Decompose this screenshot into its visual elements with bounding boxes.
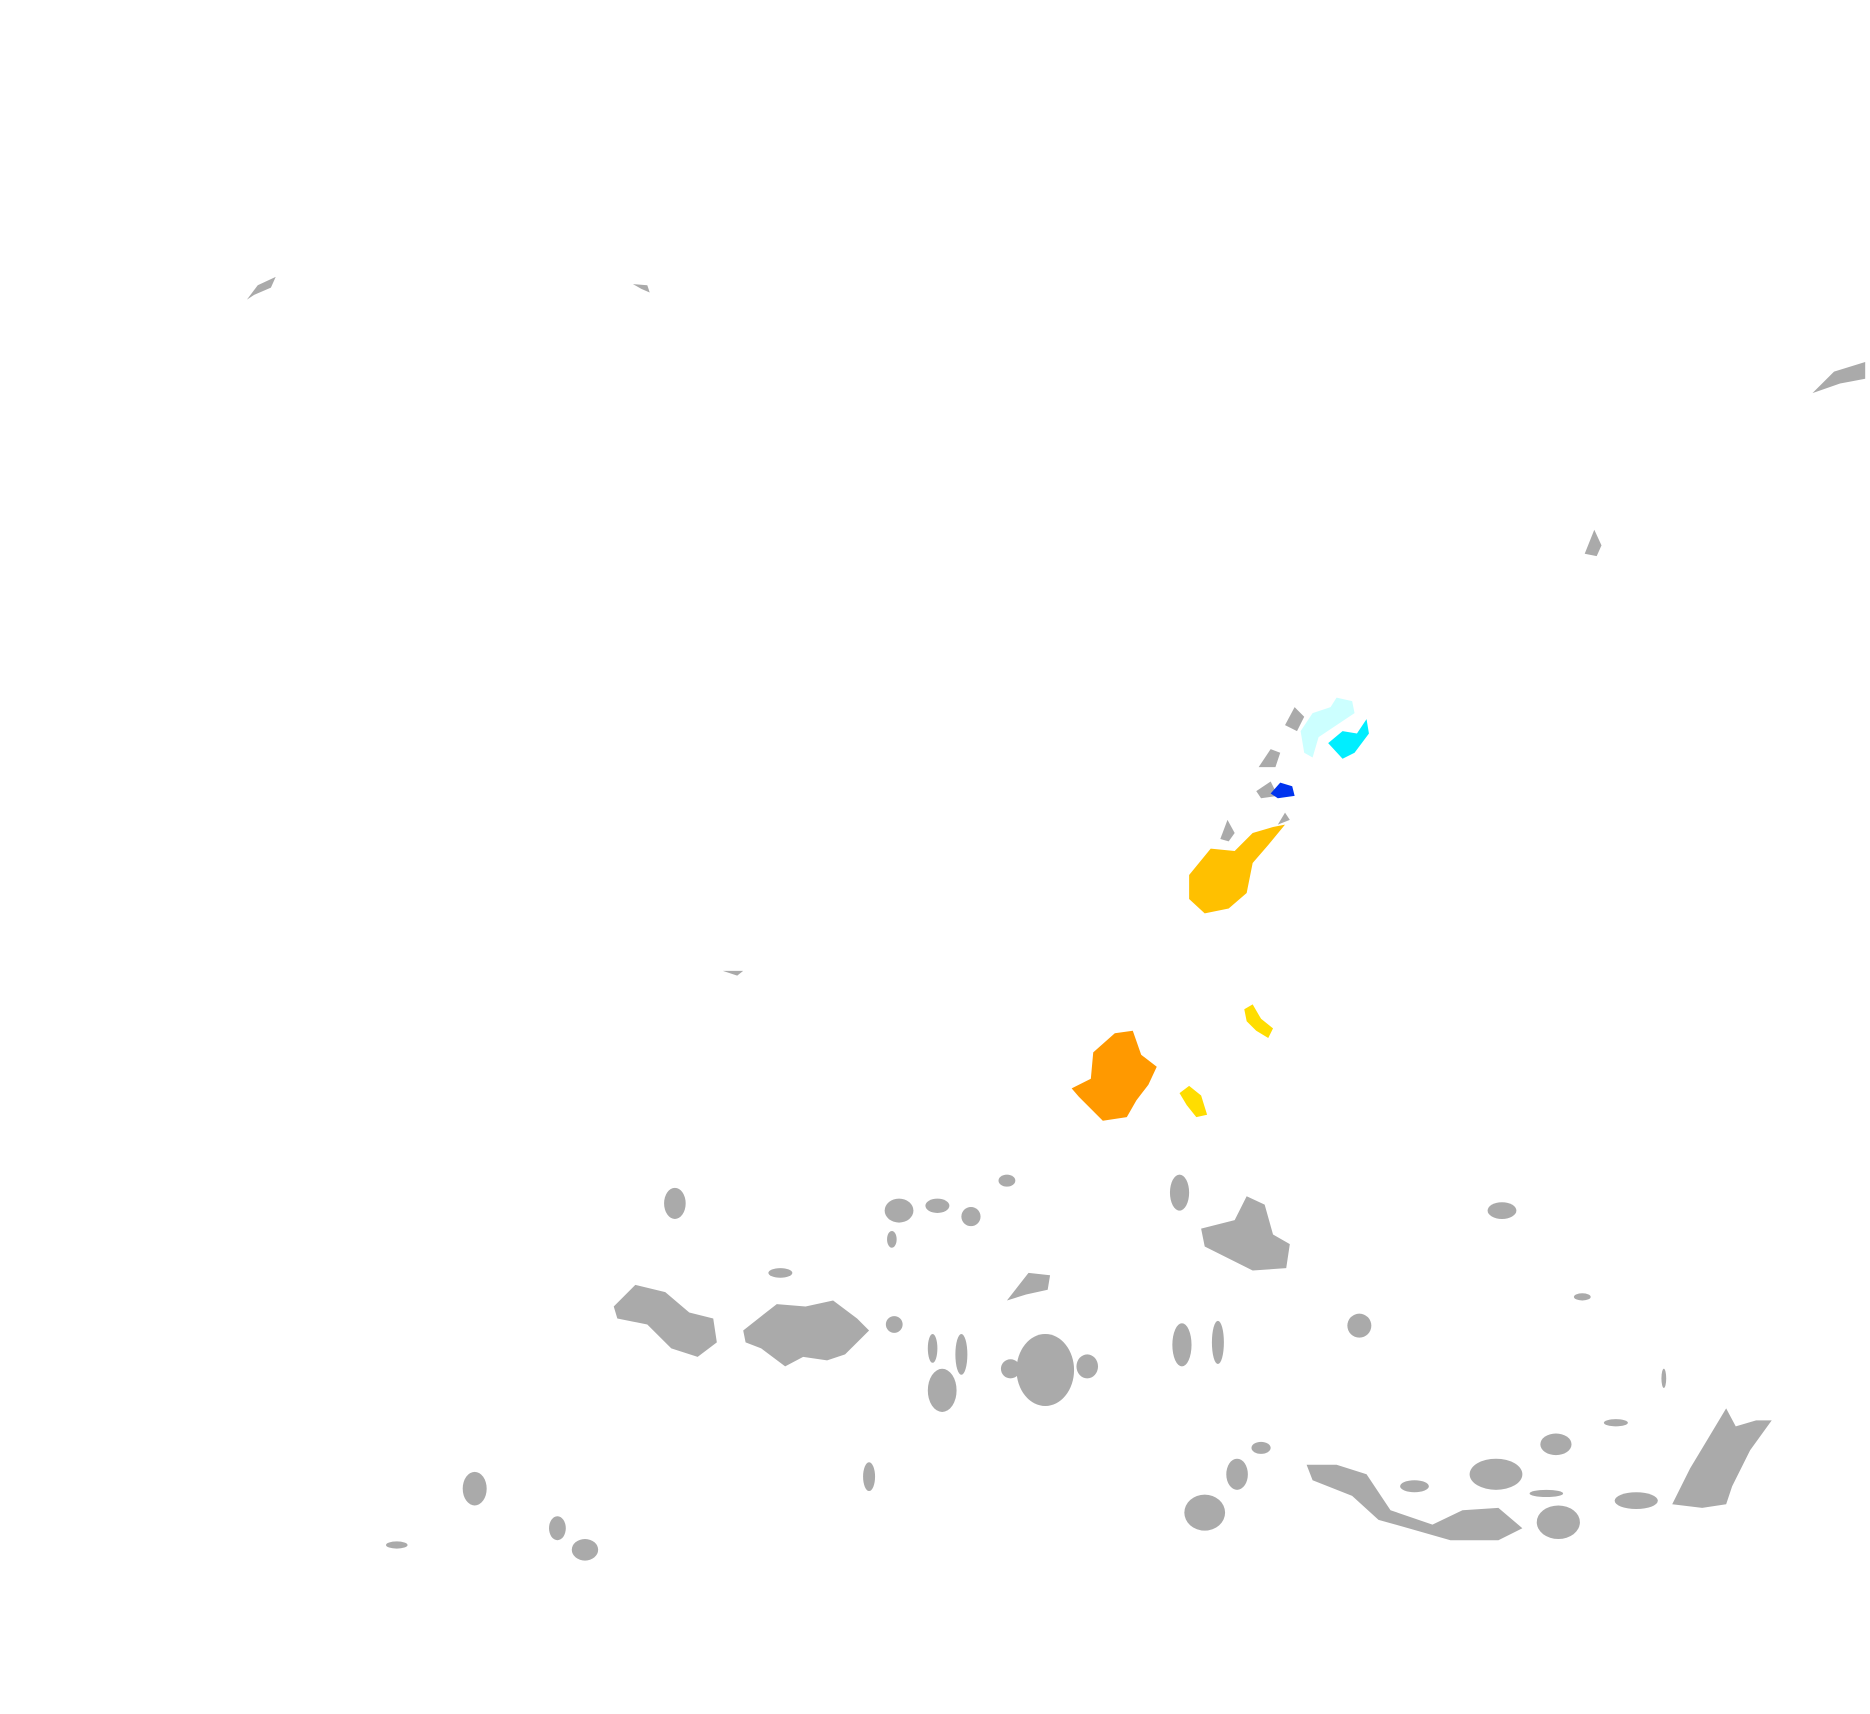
island-orange (1071, 1030, 1157, 1121)
island (1211, 1320, 1224, 1365)
island (1672, 1408, 1772, 1508)
highlighted-islands (1071, 697, 1369, 1121)
island (1306, 1464, 1523, 1541)
island (1277, 812, 1290, 825)
island (1573, 1293, 1591, 1301)
island (462, 1471, 487, 1506)
island (385, 1541, 408, 1549)
island-blue (1270, 782, 1295, 799)
island-yellow (1244, 1004, 1274, 1038)
island (571, 1539, 599, 1561)
island (743, 1300, 870, 1367)
island (1469, 1458, 1523, 1490)
island (887, 1230, 897, 1248)
island-amber (1189, 824, 1286, 914)
island (927, 1334, 938, 1363)
island-yellow (1179, 1085, 1208, 1118)
island (1251, 1441, 1271, 1454)
island (885, 1316, 903, 1333)
island (1184, 1494, 1226, 1531)
island (1172, 1323, 1192, 1367)
island-cyan (1328, 719, 1369, 759)
island (1540, 1433, 1572, 1456)
island (768, 1268, 793, 1278)
island (1201, 1196, 1290, 1271)
island (1812, 361, 1866, 394)
island (961, 1206, 981, 1227)
island (884, 1198, 914, 1223)
island (863, 1462, 876, 1492)
island (925, 1198, 950, 1213)
island (1285, 707, 1305, 732)
island (1487, 1202, 1517, 1219)
island (722, 970, 744, 976)
island (1226, 1458, 1248, 1490)
island (1400, 1480, 1429, 1493)
island (1529, 1489, 1564, 1498)
island (632, 284, 650, 293)
island (1076, 1354, 1099, 1379)
island (1169, 1174, 1190, 1211)
island (998, 1174, 1016, 1187)
island (664, 1187, 686, 1219)
island-light-cyan (1300, 697, 1355, 758)
island (1584, 529, 1602, 557)
island (549, 1516, 566, 1541)
island (1536, 1505, 1580, 1540)
island (1661, 1368, 1667, 1388)
island (613, 1284, 717, 1357)
island (927, 1368, 957, 1412)
island (1347, 1313, 1372, 1338)
island (1016, 1334, 1075, 1406)
island (955, 1334, 968, 1375)
island (1006, 1272, 1051, 1301)
island (246, 276, 276, 300)
island (1258, 749, 1281, 768)
base-islands (246, 276, 1866, 1561)
island (1220, 819, 1235, 842)
island (1603, 1419, 1628, 1427)
island (1000, 1359, 1021, 1379)
island (1614, 1492, 1658, 1510)
